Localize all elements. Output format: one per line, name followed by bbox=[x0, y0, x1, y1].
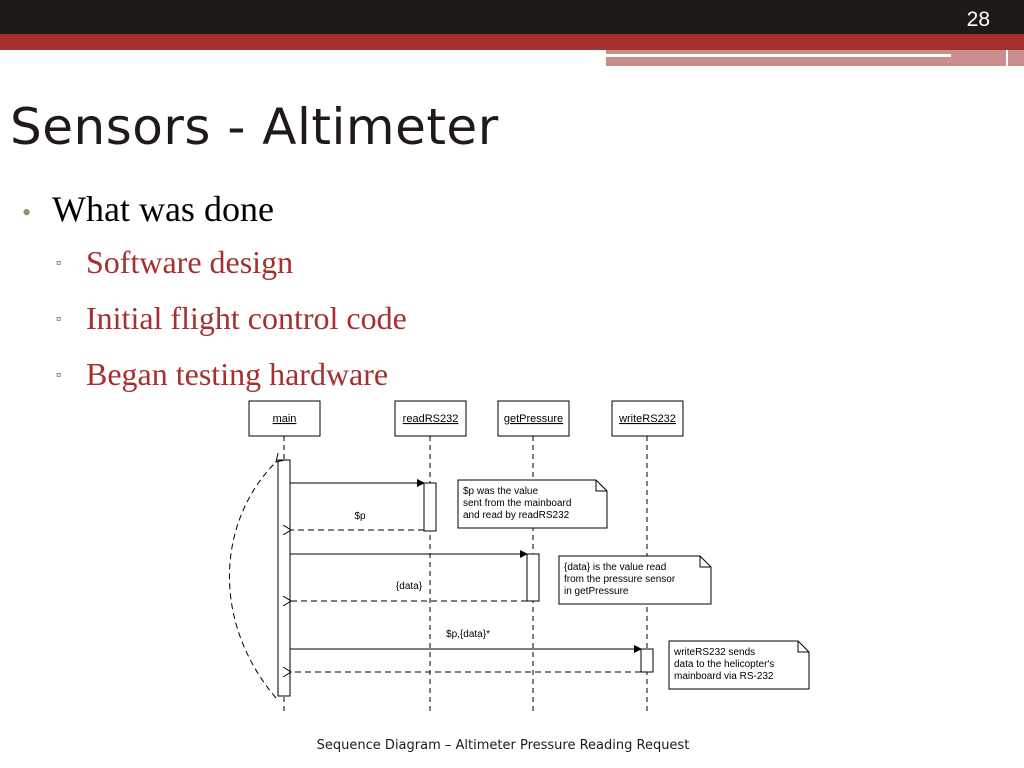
diagram-caption: Sequence Diagram – Altimeter Pressure Re… bbox=[316, 738, 690, 753]
note-line: and read by readRS232 bbox=[463, 510, 570, 521]
lifeline-label: readRS232 bbox=[403, 413, 459, 425]
lifeline-label: main bbox=[273, 413, 297, 425]
return-p-label: $p bbox=[354, 511, 366, 522]
sub-bullet-item: ▫ Software design bbox=[56, 238, 407, 294]
activation-getpressure bbox=[526, 553, 540, 602]
activation-writers232 bbox=[640, 648, 654, 673]
note-line: {data} is the value read bbox=[564, 562, 666, 573]
sub-bullet-item: ▫ Initial flight control code bbox=[56, 294, 407, 350]
lifeline-readrs232: readRS232 bbox=[394, 400, 467, 437]
note-writers232: writeRS232 sends data to the helicopter'… bbox=[668, 640, 810, 690]
lifeline-label: getPressure bbox=[504, 413, 563, 425]
activation-readrs232 bbox=[423, 482, 437, 532]
bullet-dot-icon: • bbox=[22, 198, 32, 227]
note-line: from the pressure sensor bbox=[564, 574, 676, 585]
bullet-list: • What was done ▫ Software design ▫ Init… bbox=[22, 186, 407, 392]
lifeline-label: writeRS232 bbox=[618, 413, 676, 425]
note-line: $p was the value bbox=[463, 486, 538, 497]
decorative-white-notch bbox=[1006, 50, 1008, 68]
top-red-bar bbox=[0, 34, 1024, 50]
slide-title: Sensors - Altimeter bbox=[10, 98, 499, 156]
square-bullet-icon: ▫ bbox=[56, 368, 61, 383]
note-line: mainboard via RS-232 bbox=[674, 671, 774, 682]
square-bullet-icon: ▫ bbox=[56, 312, 61, 327]
sub-bullet-text: Software design bbox=[86, 244, 294, 280]
decorative-white-line bbox=[606, 54, 951, 57]
note-line: in getPressure bbox=[564, 586, 629, 597]
bullet-main-text: What was done bbox=[52, 189, 274, 229]
note-line: data to the helicopter's bbox=[674, 659, 774, 670]
call-write-label: $p,{data}* bbox=[446, 629, 490, 640]
square-bullet-icon: ▫ bbox=[56, 256, 61, 271]
sub-bullet-text: Initial flight control code bbox=[86, 300, 407, 336]
bullet-main: • What was done bbox=[22, 186, 274, 236]
sub-bullet-list: ▫ Software design ▫ Initial flight contr… bbox=[56, 238, 407, 406]
return-data-label: {data} bbox=[396, 581, 423, 592]
lifeline-getpressure: getPressure bbox=[497, 400, 570, 437]
note-getpressure: {data} is the value read from the pressu… bbox=[558, 555, 712, 605]
activation-main bbox=[277, 459, 291, 697]
sub-bullet-text: Began testing hardware bbox=[86, 356, 389, 392]
loop-arrow bbox=[228, 462, 276, 699]
note-line: sent from the mainboard bbox=[463, 498, 571, 509]
lifeline-main: main bbox=[248, 400, 321, 437]
sub-bullet-item: ▫ Began testing hardware bbox=[56, 350, 407, 406]
slide-number: 28 bbox=[966, 8, 990, 31]
note-readrs232: $p was the value sent from the mainboard… bbox=[457, 479, 608, 529]
top-dark-bar bbox=[0, 0, 1024, 34]
note-line: writeRS232 sends bbox=[673, 647, 755, 658]
lifeline-writers232: writeRS232 bbox=[611, 400, 684, 437]
